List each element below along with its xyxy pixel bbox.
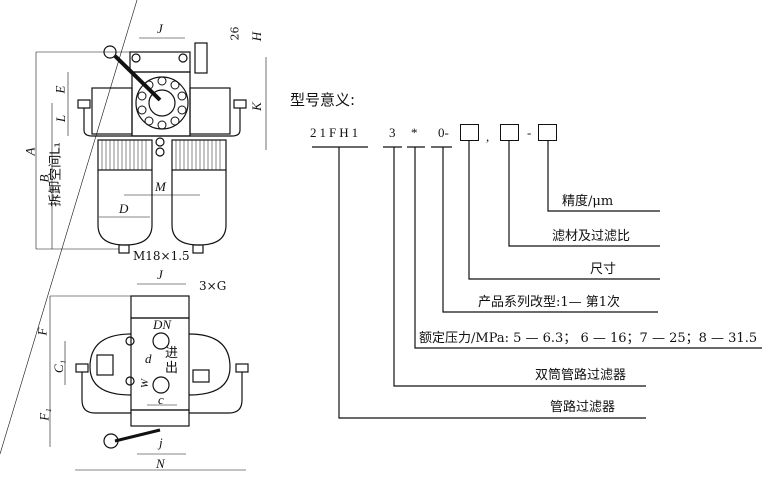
desc-pressure: 额定压力/MPa: 5 — 6.3； 6 — 16；7 — 25；8 — 31.… — [419, 331, 758, 346]
front-view — [35, 37, 267, 254]
code-pressure: * — [411, 125, 418, 140]
dim-L1-disassembly: 拆卸空间L₁ — [48, 142, 64, 207]
code-precision-box — [538, 124, 557, 141]
code-revision: 0- — [438, 125, 449, 140]
dim-M: M — [155, 179, 166, 194]
code-size-box — [460, 124, 479, 141]
dim-D: D — [119, 201, 129, 216]
dim-j: j — [159, 435, 163, 450]
desc-pipe-filter: 管路过滤器 — [550, 400, 616, 415]
code-media-box — [500, 124, 519, 141]
dim-c: c — [158, 392, 164, 407]
dim-DN: DN — [153, 317, 172, 332]
model-code-title: 型号意义: — [290, 91, 356, 109]
dim-26: 26 — [228, 26, 242, 41]
label-inlet: 进 — [165, 346, 179, 361]
dim-C1: C₁ — [51, 359, 67, 374]
model-code-leaders — [312, 141, 762, 419]
dim-3xG: 3×G — [199, 279, 227, 293]
dim-E: E — [52, 85, 68, 94]
dim-F: F — [34, 327, 50, 336]
dim-L: L — [53, 114, 69, 123]
code-comma: , — [486, 129, 490, 144]
code-series: 21FH1 — [310, 125, 362, 140]
dim-H: H — [249, 31, 265, 42]
desc-revision: 产品系列改型:1— 第1次 — [478, 295, 621, 310]
dim-W: W — [139, 378, 152, 389]
desc-double-filter: 双筒管路过滤器 — [535, 368, 627, 383]
code-double: 3 — [389, 125, 396, 140]
top-view — [0, 0, 249, 471]
desc-media: 滤材及过滤比 — [552, 229, 631, 244]
label-outlet: 出 — [165, 361, 179, 376]
dim-F1: F₁ — [36, 408, 52, 421]
dim-A: A — [22, 147, 38, 156]
thread-size: M18×1.5 — [133, 249, 190, 263]
code-dash: - — [527, 125, 532, 140]
dim-d: d — [145, 351, 152, 366]
dim-N: N — [156, 456, 165, 471]
dim-top-J: J — [157, 267, 163, 282]
desc-size: 尺寸 — [590, 262, 617, 277]
dim-K: K — [248, 102, 264, 111]
desc-precision: 精度/μm — [562, 194, 614, 209]
dim-J: J — [157, 21, 163, 36]
